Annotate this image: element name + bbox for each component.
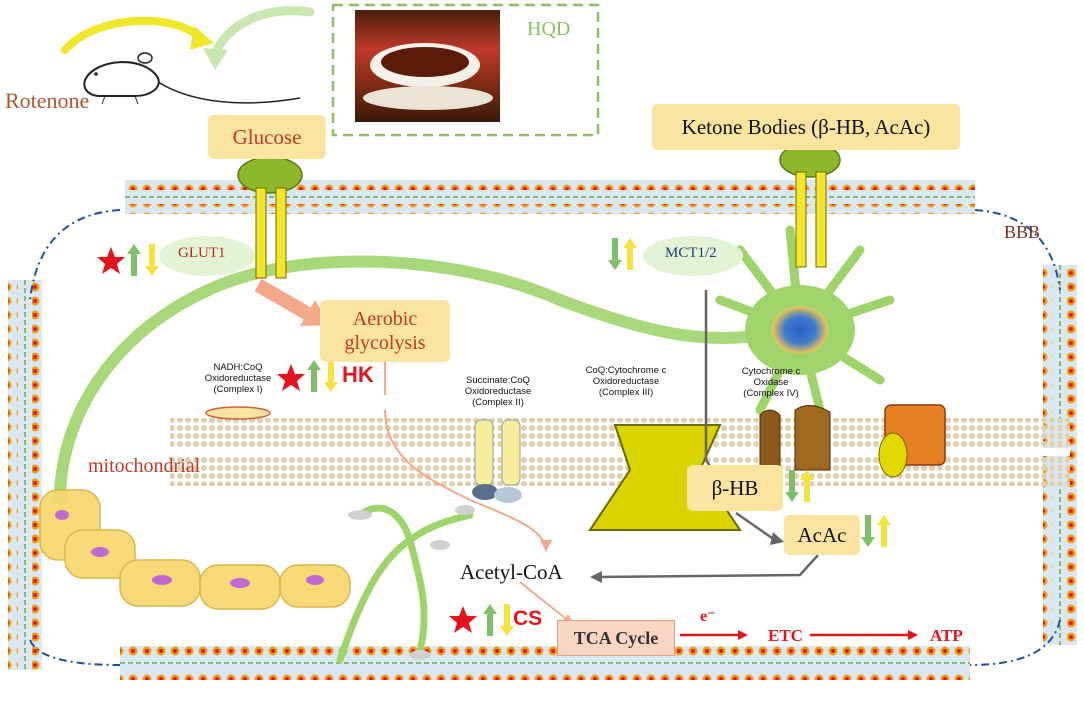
hk-updown-arrows [307, 360, 338, 392]
hqd-arrowhead [203, 48, 228, 70]
beta-hb-box: β-HB [687, 465, 783, 511]
etc-label: ETC [768, 626, 803, 645]
hqd-label: HQD [527, 18, 571, 40]
glut1-label: GLUT1 [178, 245, 226, 261]
complex4-shape [759, 404, 946, 478]
complex2-label: Succinate:CoQ Oxidoreductase (Complex II… [464, 375, 532, 408]
tea-cup-photo [355, 10, 500, 122]
tca-cycle-label: TCA Cycle [573, 627, 659, 648]
ketone-bodies-label: Ketone Bodies (β-HB, AcAc) [681, 114, 931, 139]
mitochondrial-label: mitochondrial [88, 455, 201, 477]
complex4-label: Cytochrome c Oxidase (Complex IV) [741, 366, 801, 399]
mct-ellipse [643, 236, 743, 276]
glut1-updown-arrows [127, 244, 159, 276]
complex1-shape [205, 406, 271, 420]
complex2-shape [472, 419, 522, 503]
glut1-ellipse [159, 236, 255, 276]
ketone-bodies-box: Ketone Bodies (β-HB, AcAc) [652, 104, 960, 150]
glucose-box: Glucose [208, 115, 326, 159]
beta-hb-label: β-HB [711, 475, 759, 500]
mct-transporter [779, 142, 841, 268]
complex3-label: CoQ:Cytochrome c Oxidoreductase (Complex… [585, 365, 667, 398]
aerobic-glycolysis-box: Aerobic glycolysis [320, 300, 450, 362]
acetyl-coa-label: Acetyl-CoA [460, 560, 563, 584]
tca-cycle-box: TCA Cycle [557, 620, 675, 656]
hk-label: HK [342, 362, 374, 387]
glucose-label: Glucose [232, 124, 302, 149]
atp-label: ATP [930, 626, 963, 645]
acac-updown-arrows [861, 515, 891, 547]
acac-box: AcAc [784, 515, 860, 555]
electron-label: e⁻ [700, 608, 716, 625]
rotenone-arrow [61, 16, 204, 54]
cs-label: CS [513, 607, 543, 630]
aerobic-glycolysis-label: Aerobic glycolysis [344, 308, 426, 354]
cs-updown-arrows [483, 604, 514, 636]
rotenone-arrowhead [190, 26, 214, 50]
mouse-icon [83, 52, 301, 105]
glut1-transporter [237, 156, 303, 279]
bbb-label: BBB [1004, 222, 1041, 242]
star-icon [449, 606, 477, 633]
betahb-updown-arrows [785, 470, 814, 502]
star-icon [97, 247, 125, 274]
complex1-label: NADH:CoQ Oxidoreductase (Complex I) [204, 362, 272, 395]
acac-label: AcAc [797, 522, 847, 547]
mct-updown-arrows [608, 238, 637, 270]
star-icon [277, 364, 305, 391]
mct-label: MCT1/2 [665, 245, 717, 261]
hqd-arrow [210, 6, 315, 60]
neuron [39, 225, 895, 664]
rotenone-label: Rotenone [5, 88, 90, 113]
